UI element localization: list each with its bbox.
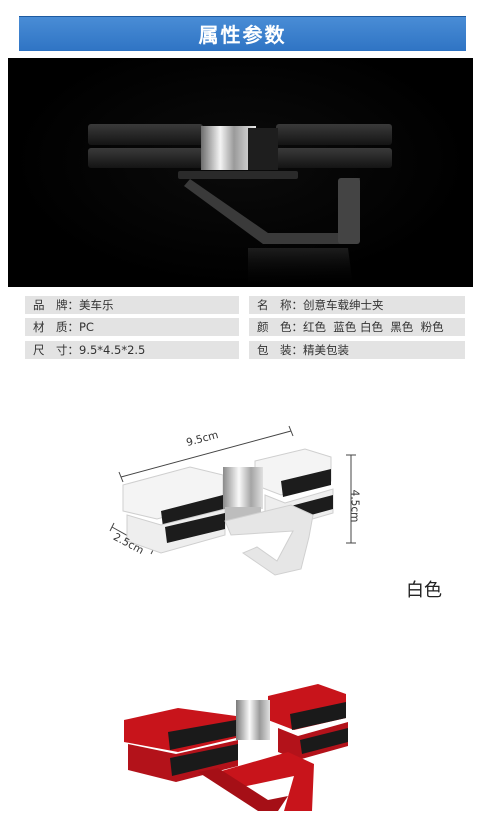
spec-color-value: 红色 蓝色 白色 黑色 粉色	[303, 320, 444, 334]
spec-material: 材 质： PC	[25, 318, 239, 336]
spec-package-value: 精美包装	[303, 343, 349, 357]
spec-brand-label: 品 牌：	[33, 298, 79, 312]
white-clip-illustration	[109, 425, 356, 576]
dim-height-label: 4.5cm	[348, 489, 361, 523]
spec-name-label: 名 称：	[257, 298, 303, 312]
white-variant-image	[105, 415, 375, 590]
spec-name: 名 称： 创意车载绅士夹	[249, 296, 465, 314]
spec-color-label: 颜 色：	[257, 320, 303, 334]
section-title: 属性参数	[198, 23, 287, 47]
variant-color-label: 白色	[406, 580, 442, 601]
spec-color: 颜 色： 红色 蓝色 白色 黑色 粉色	[249, 318, 465, 336]
red-clip-illustration	[124, 684, 348, 811]
spec-package-label: 包 装：	[257, 343, 303, 357]
spec-brand-value: 美车乐	[79, 298, 114, 312]
spec-size: 尺 寸： 9.5*4.5*2.5	[25, 341, 239, 359]
spec-size-label: 尺 寸：	[33, 343, 79, 357]
spec-brand: 品 牌： 美车乐	[25, 296, 239, 314]
spec-material-value: PC	[79, 320, 94, 334]
section-header-banner: 属性参数	[19, 16, 466, 51]
spec-name-value: 创意车载绅士夹	[303, 298, 384, 312]
red-variant-image	[118, 672, 358, 811]
spec-material-label: 材 质：	[33, 320, 79, 334]
hero-product-image	[8, 58, 473, 287]
black-clip-illustration	[88, 124, 392, 287]
spec-package: 包 装： 精美包装	[249, 341, 465, 359]
spec-size-value: 9.5*4.5*2.5	[79, 343, 146, 357]
